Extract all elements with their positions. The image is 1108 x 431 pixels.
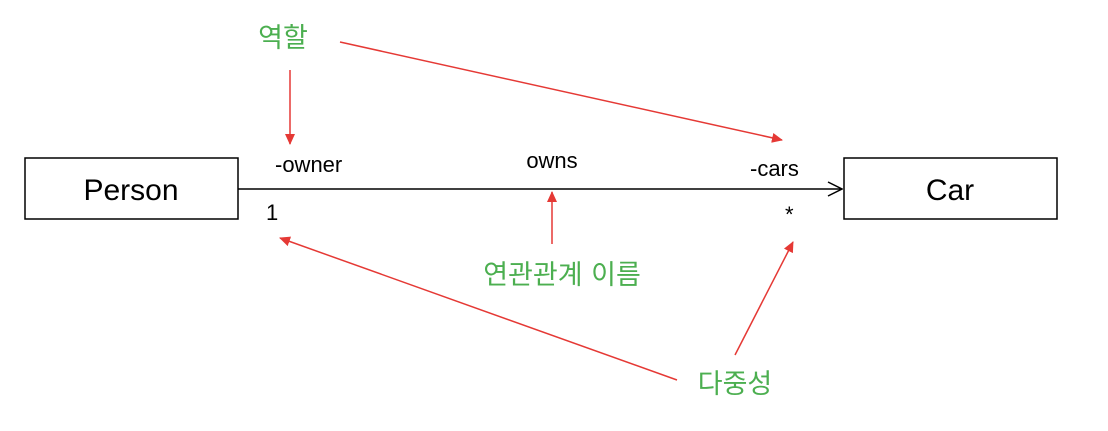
multiplicity-arrow-to-one [279, 236, 678, 381]
role-arrow-to-cars [339, 41, 783, 143]
person-class: Person [24, 157, 239, 220]
right-multiplicity-label: * [785, 202, 794, 227]
association-name-label: owns [526, 148, 577, 173]
association-name-annotation: 연관관계 이름 [483, 260, 641, 291]
person-class-box [24, 157, 239, 220]
multiplicity-arrow-to-many [734, 241, 794, 356]
person-class-label: Person [83, 174, 178, 207]
left-multiplicity-label: 1 [266, 200, 278, 225]
right-role-label: -cars [750, 156, 799, 181]
multiplicity-annotation: 다중성 [698, 369, 773, 400]
left-role-label: -owner [275, 152, 342, 177]
car-class: Car [843, 157, 1058, 220]
role-annotation: 역할 [258, 23, 308, 54]
car-class-box [843, 157, 1058, 220]
car-class-label: Car [926, 174, 974, 207]
